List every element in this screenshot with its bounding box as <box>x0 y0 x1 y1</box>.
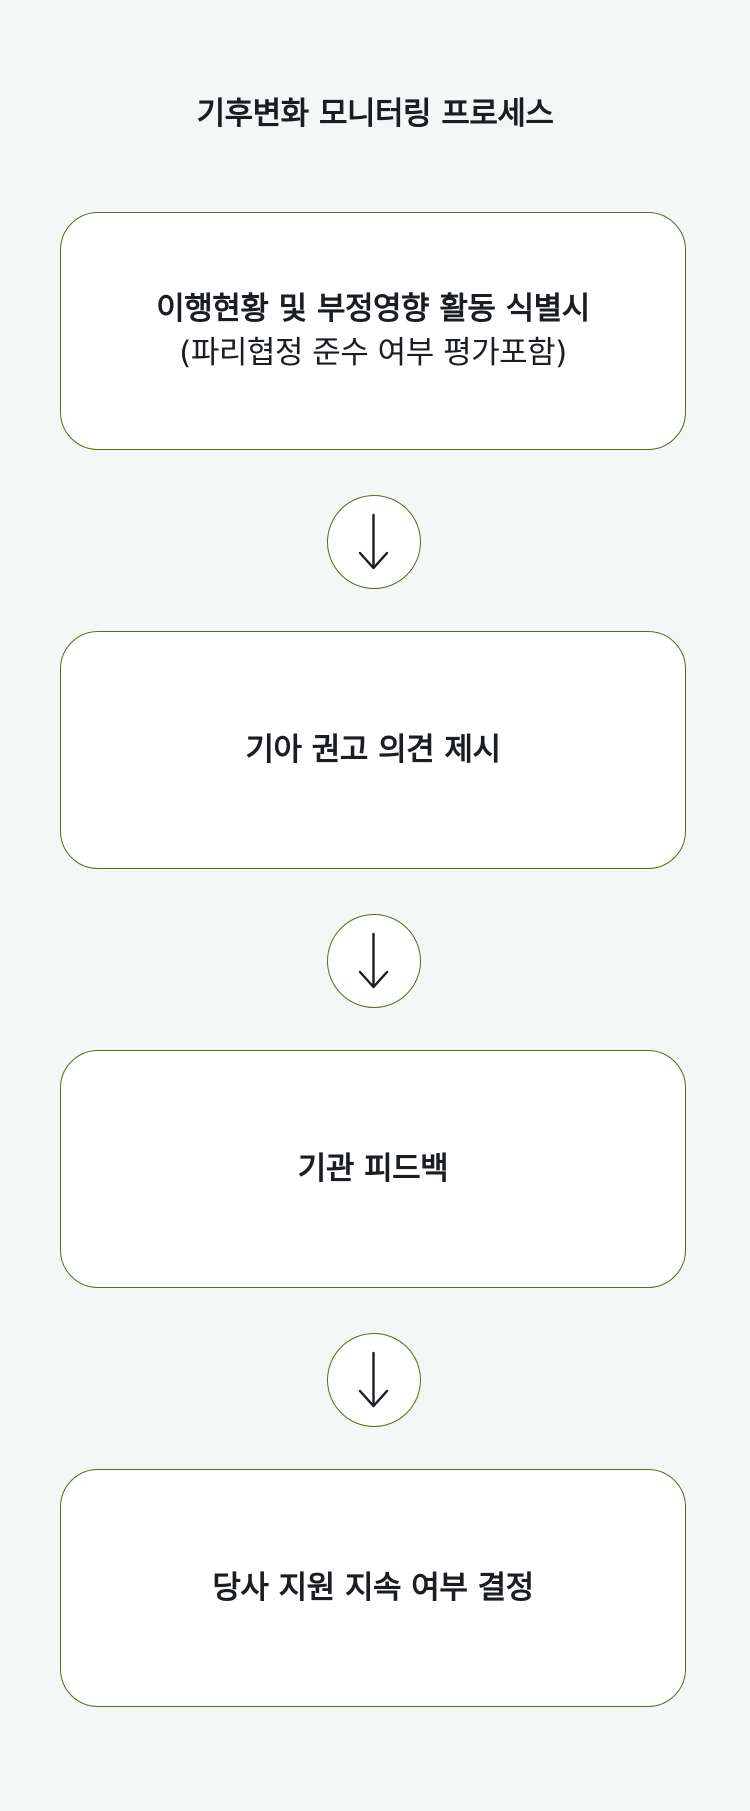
step-3-label: 기관 피드백 <box>297 1151 449 1187</box>
arrow-down-icon <box>327 914 421 1008</box>
step-1-sublabel: (파리협정 준수 여부 평가포함) <box>179 335 567 371</box>
step-4-label: 당사 지원 지속 여부 결정 <box>212 1570 534 1606</box>
step-2-label: 기아 권고 의견 제시 <box>245 732 501 768</box>
step-1-label: 이행현황 및 부정영향 활동 식별시 <box>156 291 590 327</box>
step-box-2: 기아 권고 의견 제시 <box>60 631 686 869</box>
arrow-down-icon <box>327 1333 421 1427</box>
step-box-3: 기관 피드백 <box>60 1050 686 1288</box>
arrow-down-icon <box>327 495 421 589</box>
step-box-4: 당사 지원 지속 여부 결정 <box>60 1469 686 1707</box>
diagram-title: 기후변화 모니터링 프로세스 <box>196 96 554 132</box>
step-box-1: 이행현황 및 부정영향 활동 식별시 (파리협정 준수 여부 평가포함) <box>60 212 686 450</box>
